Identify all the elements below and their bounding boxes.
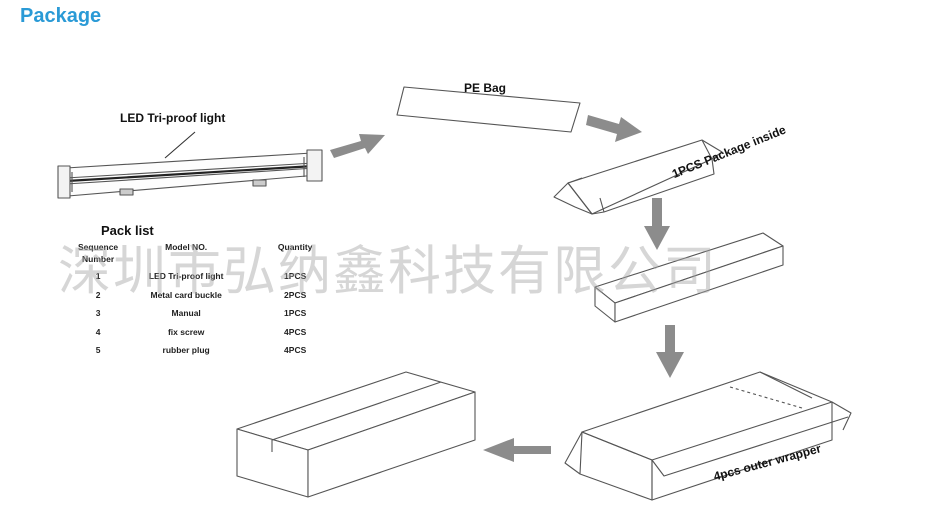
header-sequence: Sequence Number [78, 242, 119, 264]
pack-list-title: Pack list [101, 223, 154, 238]
product-label: LED Tri-proof light [120, 111, 226, 125]
sealed-carton-drawing [236, 371, 476, 498]
outer-box-drawing [564, 371, 852, 501]
row-model: fix screw [167, 326, 205, 337]
arrow-bag-to-box [586, 115, 642, 142]
row-number: 3 [95, 308, 101, 319]
arrow-down-2 [656, 325, 684, 378]
inner-box-closed-drawing [594, 232, 784, 323]
table-row: 2 Metal card buckle 2PCS [78, 286, 336, 305]
pe-bag-label: PE Bag [464, 81, 507, 95]
header-quantity: Quantity [277, 242, 313, 252]
company-watermark: 深圳市弘纳鑫科技有限公司 [58, 241, 718, 302]
row-quantity: 1PCS [284, 271, 307, 282]
table-row: 3 Manual 1PCS [78, 304, 336, 323]
table-row: 5 rubber plug 4PCS [78, 341, 336, 360]
row-number: 2 [95, 289, 101, 300]
table-row: 4 fix screw 4PCS [78, 323, 336, 342]
row-quantity: 1PCS [284, 308, 307, 319]
led-light-drawing [57, 131, 323, 199]
header-model: Model NO. [165, 242, 208, 252]
pack-list-header: Sequence Number Model NO. Quantity [78, 241, 336, 267]
row-number: 5 [95, 345, 101, 356]
row-number: 4 [95, 326, 101, 337]
section-title: Package [20, 5, 102, 27]
arrow-light-to-bag [330, 134, 385, 158]
pe-bag-drawing [396, 86, 581, 133]
table-row: 1 LED Tri-proof light 1PCS [78, 267, 336, 286]
row-model: Metal card buckle [150, 289, 222, 300]
arrow-left-to-carton [483, 438, 551, 462]
row-number: 1 [95, 271, 101, 282]
row-model: Manual [171, 308, 201, 319]
row-model: rubber plug [162, 345, 210, 356]
arrow-down-1 [644, 198, 670, 250]
row-model: LED Tri-proof light [148, 271, 224, 282]
inner-box-open-drawing [553, 139, 723, 215]
row-quantity: 4PCS [284, 345, 307, 356]
row-quantity: 4PCS [284, 326, 307, 337]
pack-list-table: Sequence Number Model NO. Quantity 1 LED… [78, 241, 336, 360]
row-quantity: 2PCS [284, 289, 307, 300]
